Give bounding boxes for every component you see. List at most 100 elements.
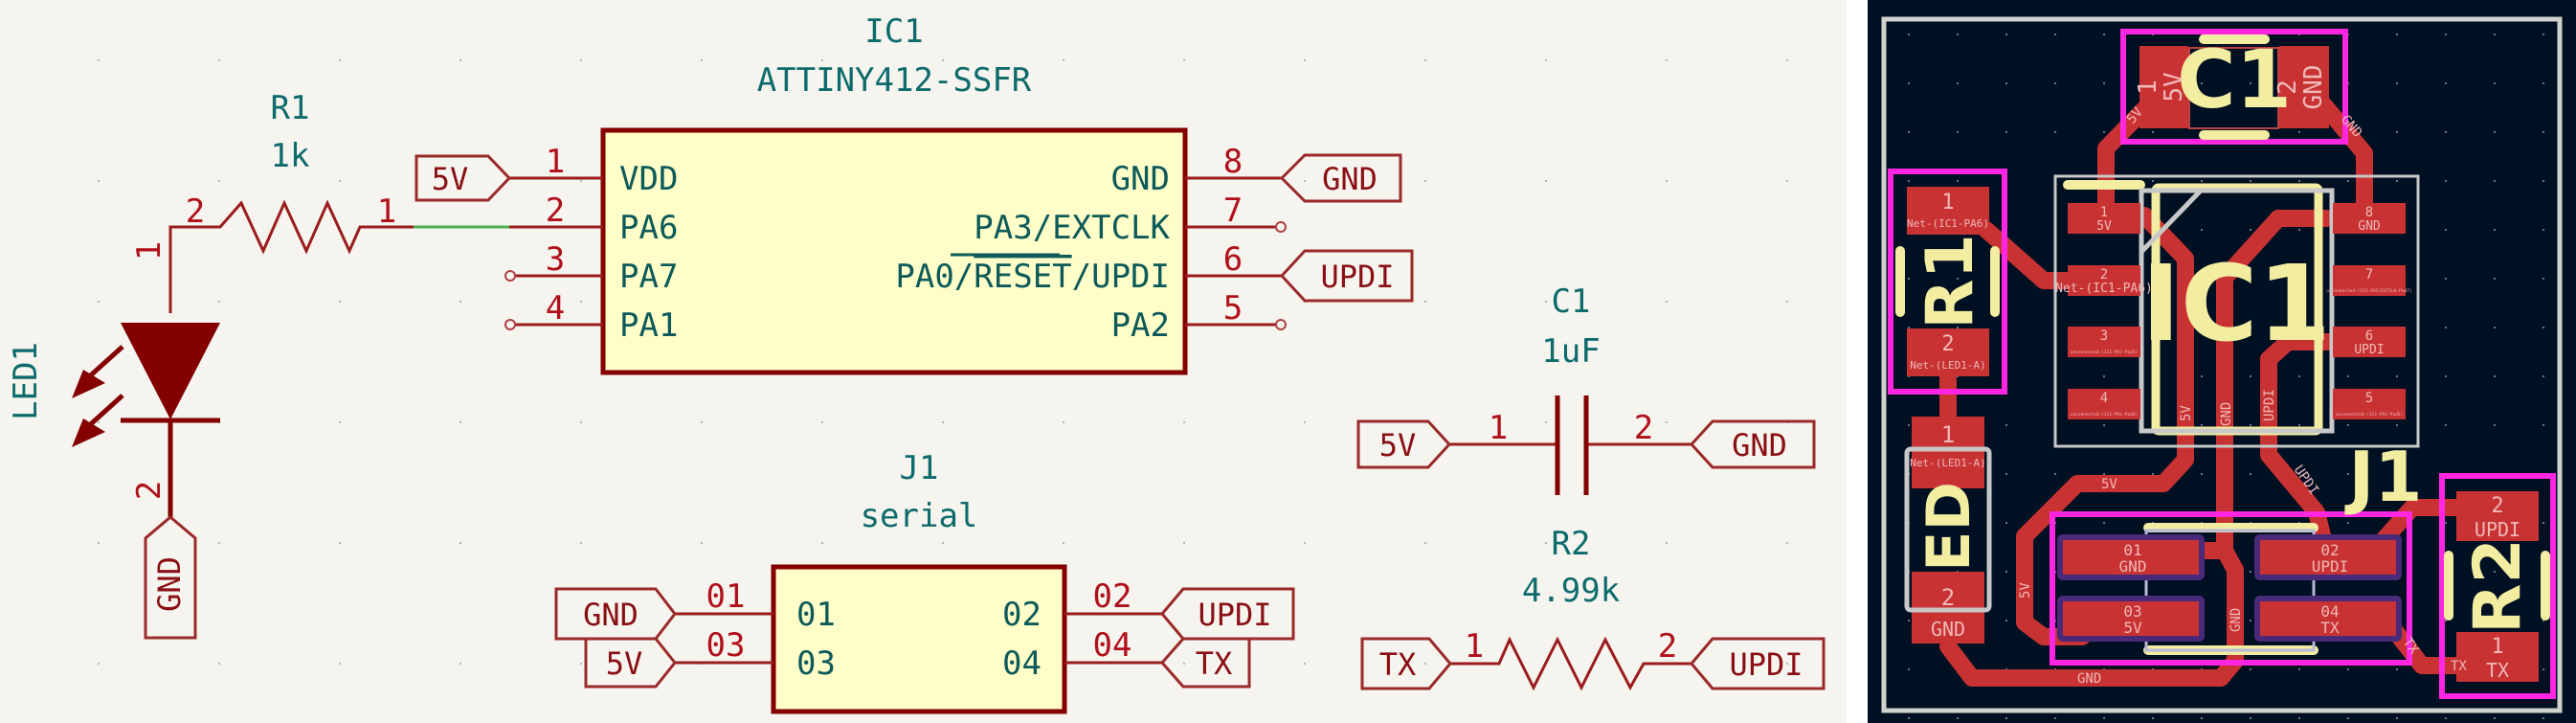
j1-tx-label[interactable]: TX <box>1160 637 1251 689</box>
r2-tx-label[interactable]: TX <box>1360 637 1452 690</box>
r1-pad-2[interactable] <box>1907 328 1989 376</box>
c1-pad-1[interactable] <box>2139 46 2188 128</box>
j1-pad-03[interactable] <box>2063 601 2199 636</box>
ic1-pad-5[interactable] <box>2333 389 2406 419</box>
j1-symbol[interactable]: J1 serial 01 03 02 04 01 03 02 04 GND 5V <box>554 449 1295 714</box>
pcb-r1-footprint[interactable]: R1 1 Net-(IC1-PA6) 2 Net-(LED1-A) <box>1888 169 2007 395</box>
c1-reference: C1 <box>1552 282 1591 321</box>
ic1-pin-name: PA1 <box>619 306 678 345</box>
grid-dot <box>821 542 823 544</box>
pcb-grid-dot <box>2201 717 2203 719</box>
trace-gnd[interactable] <box>2316 97 2373 224</box>
ic1-pcb-reference: IC1 <box>2141 242 2331 365</box>
j1-pad-number: 03 <box>2123 602 2141 621</box>
ic1-gnd-label[interactable]: GND <box>1279 153 1402 203</box>
j1-updi-label[interactable]: UPDI <box>1160 587 1295 641</box>
j1-pad-number: 04 <box>2320 602 2339 621</box>
pin-name-overbar: RESET <box>974 258 1071 296</box>
pcb-pane[interactable]: C1 1 5V 2 GND R1 1 Net-(IC1-PA6) 2 Net-(… <box>1868 0 2576 723</box>
pcb-grid-dot <box>2250 82 2251 84</box>
pcb-c1-footprint[interactable]: C1 1 5V 2 GND <box>2120 29 2348 145</box>
ic1-pad-2[interactable] <box>2068 265 2140 296</box>
grid-dot <box>1666 301 1668 303</box>
c1-pad1-number: 1 <box>2134 79 2162 95</box>
pcb-grid-dot <box>2396 180 2398 182</box>
pcb-r2-footprint[interactable]: R2 2 UPDI 1 TX <box>2439 473 2556 699</box>
pcb-grid-dot <box>2542 327 2544 328</box>
schematic-pane[interactable]: R1 1k 2 1 LED1 1 2 GND <box>0 0 1847 723</box>
pcb-grid-dot <box>2542 424 2544 426</box>
led1-reference: LED1 <box>7 342 45 420</box>
grid-dot <box>218 663 220 665</box>
j1-body[interactable] <box>771 564 1067 714</box>
led1-pad-1[interactable] <box>1912 417 1984 488</box>
net-label-gnd: GND <box>583 597 638 633</box>
r2-updi-label[interactable]: UPDI <box>1690 637 1826 690</box>
pin-name-prefix: PA0/ <box>895 258 974 296</box>
pcb-grid-dot <box>2005 424 2007 426</box>
grid-dot <box>1666 421 1668 423</box>
pcb-grid-dot <box>2542 229 2544 231</box>
grid-dot <box>1183 542 1185 544</box>
trace-updi[interactable] <box>2260 333 2341 559</box>
pcb-grid-dot <box>2250 180 2251 182</box>
grid-dot <box>1786 542 1788 544</box>
j1-pad-02[interactable] <box>2260 540 2396 575</box>
led1-pad1-number: 1 <box>1941 421 1955 448</box>
j1-pad-04[interactable] <box>2260 601 2396 636</box>
pcb-grid-dot <box>2250 375 2251 377</box>
ic1-symbol[interactable]: IC1 ATTINY412-SSFR 1 2 3 4 VDD PA6 PA7 P… <box>414 12 1414 375</box>
ic1-pin-number: 2 <box>546 192 565 230</box>
pcb-grid-dot <box>1957 82 1959 84</box>
pcb-grid-dot <box>1908 668 1910 670</box>
ic1-pad-3[interactable] <box>2068 327 2140 357</box>
ic1-pin-name: VDD <box>619 160 678 198</box>
ic1-pad-7[interactable] <box>2333 265 2406 296</box>
pcb-led1-footprint[interactable]: ED 1 Net-(LED1-A) 2 GND <box>1904 417 1992 644</box>
led1-symbol[interactable]: LED1 1 2 GND <box>7 241 220 640</box>
j1-gnd-label[interactable]: GND <box>554 587 677 641</box>
trace-net-labels: 5V GND 5V GND UPDI 5V 5V GND GND UPDI TX… <box>2018 104 2467 687</box>
ic1-pads[interactable]: 15V2Net-(IC1-PA6)3unconnected-(IC1-PA7-P… <box>2055 203 2412 419</box>
ic1-fab-chamfer <box>2139 190 2202 254</box>
ic1-pad-4[interactable] <box>2068 389 2140 419</box>
j1-pad-01[interactable] <box>2063 540 2199 575</box>
c1-5v-label[interactable]: 5V <box>1356 419 1452 469</box>
trace-5v-j1[interactable] <box>2016 207 2194 645</box>
c1-pad-2[interactable] <box>2279 46 2329 128</box>
led-gnd-label[interactable]: GND <box>144 515 197 640</box>
net-label-5v: 5V <box>432 161 469 197</box>
trace-gnd-led[interactable] <box>1939 542 2244 687</box>
r1-symbol[interactable]: R1 1k 2 1 <box>168 89 509 313</box>
pane-divider[interactable] <box>1847 0 1868 723</box>
r2-pad-1[interactable] <box>2456 632 2539 682</box>
grid-dot <box>580 542 582 544</box>
c1-gnd-label[interactable]: GND <box>1689 419 1816 469</box>
ic1-updi-label[interactable]: UPDI <box>1279 249 1414 303</box>
ic1-body[interactable] <box>600 127 1188 375</box>
r1-pad-1[interactable] <box>1907 187 1989 235</box>
pcb-grid-dot <box>2494 375 2496 377</box>
pcb-grid-dot <box>2005 717 2007 719</box>
led1-pcb-reference: ED <box>1914 482 1983 572</box>
c1-pad2-number: 2 <box>2274 79 2302 95</box>
ic1-pad-number: 3 <box>2100 328 2108 344</box>
ic1-pad-8[interactable] <box>2333 203 2406 234</box>
j1-pad-net: GND <box>2119 557 2147 576</box>
ic1-5v-label[interactable]: 5V <box>414 154 512 202</box>
ic1-pad-6[interactable] <box>2333 327 2406 357</box>
j1-5v-label[interactable]: 5V <box>584 637 677 689</box>
pcb-ic1-footprint[interactable]: IC1 15V2Net-(IC1-PA6)3unconnected-(IC1-P… <box>2053 174 2420 448</box>
c1-symbol[interactable]: C1 1uF 1 2 5V GND <box>1356 282 1816 495</box>
ic1-pin-name: PA2 <box>1111 306 1170 345</box>
trace-5v[interactable] <box>2097 97 2157 224</box>
r2-pad-2[interactable] <box>2456 491 2539 541</box>
grid-dot <box>339 542 341 544</box>
r2-symbol[interactable]: R2 4.99k 1 2 TX UPDI <box>1360 525 1826 691</box>
ic1-pad-1[interactable] <box>2068 203 2140 234</box>
pcb-grid-dot <box>2152 717 2154 719</box>
r1-courtyard <box>1888 169 2007 395</box>
pcb-grid-dot <box>2445 717 2447 719</box>
